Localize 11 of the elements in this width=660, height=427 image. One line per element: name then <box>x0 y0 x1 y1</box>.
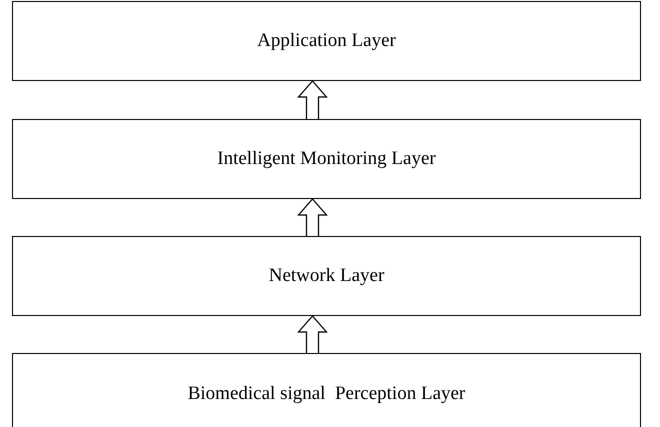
layer-label: Application Layer <box>257 30 396 52</box>
hollow-arrow <box>297 198 328 237</box>
layer-box <box>12 353 641 427</box>
layer-label: Intelligent Monitoring Layer <box>217 148 436 170</box>
layer-box <box>12 1 641 81</box>
hollow-arrow <box>297 80 328 120</box>
layer-box <box>12 236 641 316</box>
layer-label: Network Layer <box>268 265 384 287</box>
layer-label: Biomedical signal Perception Layer <box>188 382 466 404</box>
layer-box <box>12 119 641 199</box>
hollow-arrow <box>297 315 328 354</box>
